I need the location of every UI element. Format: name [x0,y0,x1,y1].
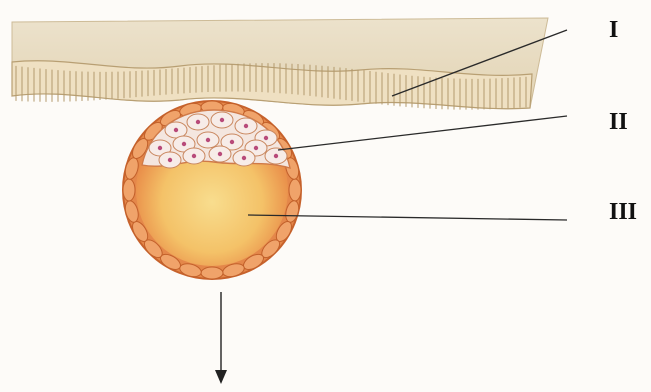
cell-nucleus [244,124,248,128]
pointer-line-ii [278,116,567,150]
cell-nucleus [174,128,178,132]
blastocyst [123,101,301,279]
cell-nucleus [182,142,186,146]
down-arrow [215,292,227,384]
label-ii: II [609,110,628,134]
cell-nucleus [220,118,224,122]
cell-nucleus [206,138,210,142]
cell-nucleus [254,146,258,150]
cell-nucleus [196,120,200,124]
trophoblast-cell [289,179,301,201]
label-iii: III [609,200,637,224]
cell-nucleus [242,156,246,160]
cell-nucleus [264,136,268,140]
label-i: I [609,18,618,42]
cell-nucleus [274,154,278,158]
trophoblast-cell [123,179,135,201]
cell-nucleus [230,140,234,144]
cell-nucleus [168,158,172,162]
trophoblast-cell [201,267,223,279]
cell-nucleus [192,154,196,158]
cell-nucleus [218,152,222,156]
cell-nucleus [158,146,162,150]
